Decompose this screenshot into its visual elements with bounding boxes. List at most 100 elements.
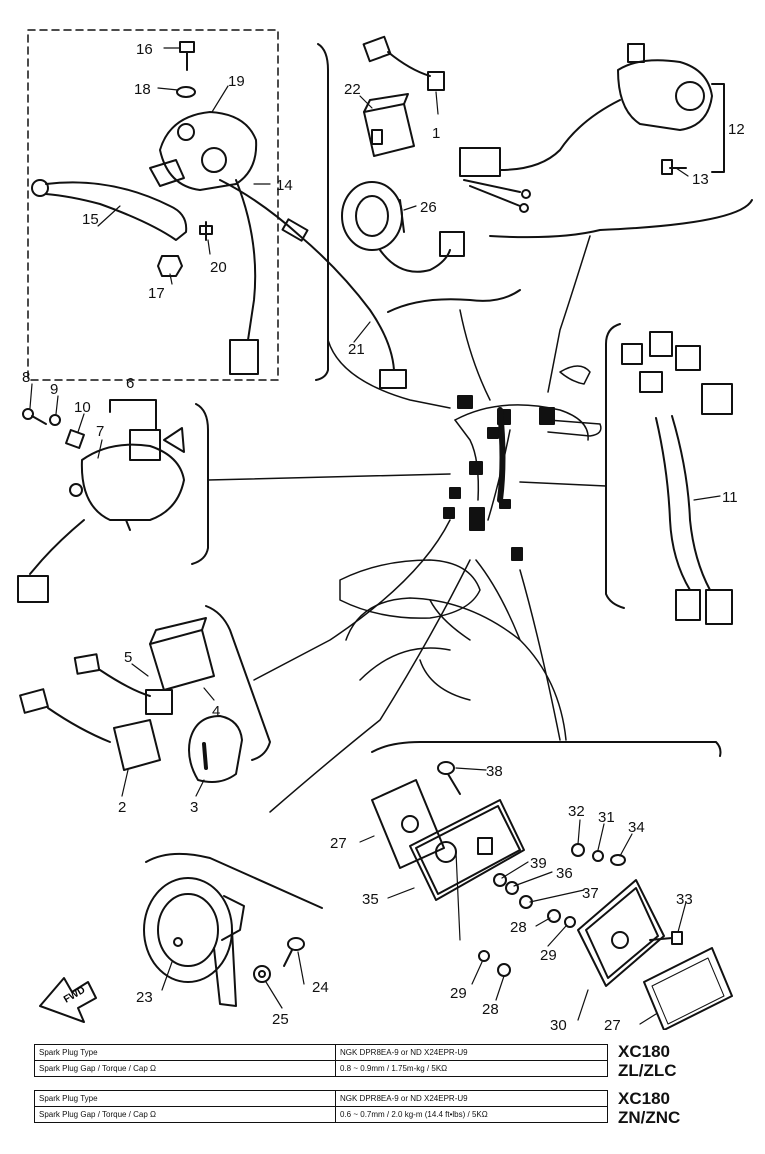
nut-28b	[497, 963, 511, 977]
bracket-12	[711, 83, 725, 173]
body-connectors	[443, 395, 555, 561]
model-variant: ZN/ZNC	[618, 1108, 681, 1127]
callout-22: 22	[344, 81, 361, 98]
nut-28a	[547, 909, 561, 923]
callout-12: 12	[728, 121, 745, 138]
brake-lever-15	[31, 179, 188, 241]
callout-28-upper: 28	[510, 919, 527, 936]
callout-27-bottom: 27	[604, 1017, 621, 1030]
plate-10	[65, 429, 85, 449]
callout-39: 39	[530, 855, 547, 872]
bracket-horn	[145, 852, 323, 909]
group-box-14	[27, 29, 279, 381]
spec-row: Spark Plug Type NGK DPR8EA-9 or ND X24EP…	[34, 1090, 608, 1107]
callout-27-top: 27	[330, 835, 347, 852]
cable-21	[219, 179, 407, 389]
washer-34	[610, 854, 626, 866]
bolt-33	[649, 931, 683, 945]
washer-36	[505, 881, 519, 895]
callout-31: 31	[598, 809, 615, 826]
model-label-zl: XC180 ZL/ZLC	[618, 1042, 677, 1080]
washer-18	[176, 86, 196, 98]
callout-38: 38	[486, 763, 503, 780]
screw-13	[661, 159, 687, 175]
callout-14: 14	[276, 177, 293, 194]
callout-20: 20	[210, 259, 227, 276]
spec-label: Spark Plug Gap / Torque / Cap Ω	[34, 1106, 336, 1123]
spec-value: NGK DPR8EA-9 or ND X24EPR-U9	[335, 1044, 608, 1061]
callout-29-upper: 29	[540, 947, 557, 964]
relay-22	[363, 93, 415, 157]
callout-18: 18	[134, 81, 151, 98]
callout-28-lower: 28	[482, 1001, 499, 1018]
leader-lines	[29, 47, 721, 1025]
model-name: XC180	[618, 1042, 670, 1061]
relay-4	[149, 617, 215, 691]
taillight-leader	[455, 851, 461, 941]
callout-34: 34	[628, 819, 645, 836]
callout-6: 6	[126, 375, 134, 392]
spec-table-zl: Spark Plug Type NGK DPR8EA-9 or ND X24EP…	[34, 1044, 608, 1077]
washer-29a	[564, 916, 576, 928]
callout-11: 11	[722, 489, 738, 506]
spec-row: Spark Plug Type NGK DPR8EA-9 or ND X24EP…	[34, 1044, 608, 1061]
callout-15: 15	[82, 211, 99, 228]
bolt-24	[283, 937, 305, 967]
callout-9: 9	[50, 381, 58, 398]
spec-value: NGK DPR8EA-9 or ND X24EPR-U9	[335, 1090, 608, 1107]
bracket-taillight	[371, 741, 722, 757]
screw-20	[199, 221, 213, 241]
parts-diagram: FWD 16 18 19 14 15 20 17 22 1 26 21 12 1…	[17, 29, 753, 1030]
harness-11	[621, 331, 733, 625]
model-label-zn: XC180 ZN/ZNC	[618, 1089, 680, 1127]
washer-9	[49, 414, 61, 426]
callout-16: 16	[136, 41, 153, 58]
bracket-top-center	[315, 43, 329, 381]
callout-1: 1	[432, 125, 440, 142]
holder-19	[149, 111, 259, 375]
fwd-arrow	[39, 977, 97, 1023]
callout-29-lower: 29	[450, 985, 467, 1002]
model-variant: ZL/ZLC	[618, 1061, 677, 1080]
callout-2: 2	[118, 799, 126, 816]
callout-5: 5	[124, 649, 132, 666]
callout-4: 4	[212, 703, 220, 720]
spec-row: Spark Plug Gap / Torque / Cap Ω 0.8 ~ 0.…	[34, 1060, 608, 1077]
washer-29b	[478, 950, 490, 962]
nut-17	[157, 255, 183, 277]
bracket-top-right	[489, 199, 753, 239]
callout-numbers: 16 18 19 14 15 20 17 22 1 26 21 12 13 11…	[22, 41, 745, 1030]
bracket-right	[605, 323, 625, 609]
nut-25	[253, 965, 271, 983]
screw-38	[437, 761, 461, 795]
wire-leaders	[207, 235, 607, 813]
cdi-3	[188, 715, 243, 783]
nut-32	[571, 843, 585, 857]
bracket-6	[109, 399, 157, 431]
spec-label: Spark Plug Gap / Torque / Cap Ω	[34, 1060, 336, 1077]
callout-8: 8	[22, 369, 30, 386]
callout-13: 13	[692, 171, 709, 188]
lead-1	[362, 35, 445, 91]
bracket-left-mid	[191, 403, 209, 565]
spec-value: 0.6 ~ 0.7mm / 2.0 kg-m (14.4 ft•lbs) / 5…	[335, 1106, 608, 1123]
callout-25: 25	[272, 1011, 289, 1028]
bolt-8	[22, 408, 47, 425]
unit-26	[341, 181, 465, 273]
callout-33: 33	[676, 891, 693, 908]
callout-19: 19	[228, 73, 245, 90]
callout-17: 17	[148, 285, 165, 302]
callout-24: 24	[312, 979, 329, 996]
ignition-6	[17, 427, 185, 603]
callout-21: 21	[348, 341, 365, 358]
bracket-relay-top	[387, 289, 521, 313]
spec-table-zn: Spark Plug Type NGK DPR8EA-9 or ND X24EP…	[34, 1090, 608, 1123]
fwd-label: FWD	[62, 985, 87, 1006]
callout-36: 36	[556, 865, 573, 882]
callout-7: 7	[96, 423, 104, 440]
regulator-2	[19, 688, 161, 771]
spec-row: Spark Plug Gap / Torque / Cap Ω 0.6 ~ 0.…	[34, 1106, 608, 1123]
callout-37: 37	[582, 885, 599, 902]
callout-26: 26	[420, 199, 437, 216]
callout-30: 30	[550, 1017, 567, 1030]
